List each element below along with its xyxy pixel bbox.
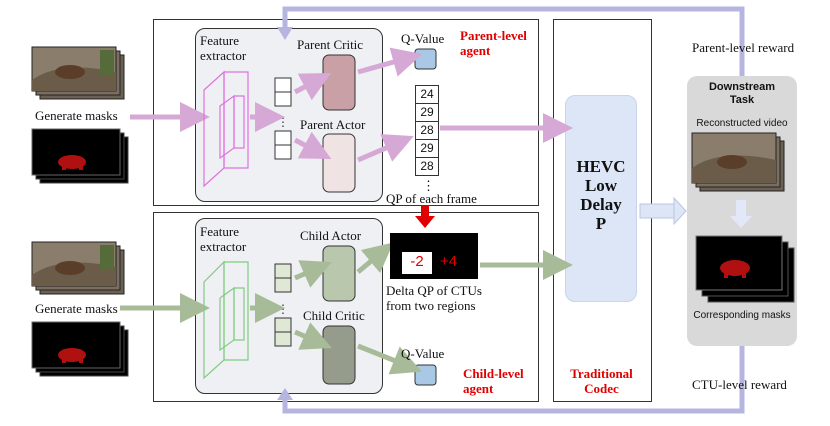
parent-feature-extractor-shape	[203, 70, 249, 188]
downstream-down-arrow	[730, 200, 752, 228]
parent-actor-net	[322, 133, 356, 193]
parent-actor-label: Parent Actor	[300, 117, 366, 132]
child-actor-label: Child Actor	[300, 228, 362, 243]
traditional-codec-label: Traditional Codec	[570, 366, 633, 396]
delta-caption: Delta QP of CTUs from two regions	[386, 283, 482, 313]
ctu-reward-label: CTU-level reward	[692, 377, 787, 392]
qp-column: 24 29 28 29 28	[415, 85, 439, 180]
corresponding-masks-stack	[695, 235, 795, 303]
qp-value: 29	[415, 103, 439, 122]
parent-input-label: Generate masks	[35, 108, 118, 123]
parent-video-stack	[31, 46, 125, 100]
qp-value: 28	[415, 157, 439, 176]
parent-reward-loop	[282, 6, 745, 76]
child-input-label: Generate masks	[35, 301, 118, 316]
child-feature-vector: ⋮	[274, 263, 292, 347]
delta-left-value: -2	[410, 253, 424, 270]
child-critic-label: Child Critic	[303, 308, 365, 323]
child-q-value-box	[414, 364, 437, 386]
hevc-box	[565, 95, 637, 302]
downstream-title: Downstream Task	[708, 81, 776, 106]
qp-value: 24	[415, 85, 439, 104]
parent-critic-label: Parent Critic	[297, 37, 364, 52]
ctu-reward-arrowhead	[277, 388, 293, 400]
qp-caption: QP of each frame	[386, 191, 477, 206]
child-actor-net	[322, 245, 356, 302]
reconstructed-video-label: Reconstructed video	[696, 118, 788, 129]
qp-ellipsis: ⋮	[422, 178, 435, 193]
svg-text:⋮: ⋮	[277, 115, 289, 129]
child-q-value-label: Q-Value	[401, 346, 445, 361]
parent-feature-extractor-label: Feature extractor	[200, 33, 247, 63]
qp-value: 28	[415, 121, 439, 140]
qp-value: 29	[415, 139, 439, 158]
ctu-reward-loop	[282, 346, 745, 414]
parent-mask-stack	[31, 128, 129, 184]
delta-right-value: +4	[440, 253, 458, 270]
red-down-arrow	[415, 216, 435, 228]
codec-to-downstream-arrow	[639, 196, 687, 226]
child-feature-extractor-label: Feature extractor	[200, 224, 247, 254]
hevc-label: HEVC Low Delay P	[576, 157, 626, 233]
parent-reward-arrowhead	[277, 27, 293, 40]
parent-q-value-label: Q-Value	[401, 31, 445, 46]
parent-q-value-box	[414, 48, 437, 70]
parent-feature-vector: ⋮	[274, 77, 292, 160]
parent-reward-label: Parent-level reward	[692, 40, 795, 55]
parent-agent-label: Parent-level agent	[460, 28, 527, 58]
reconstructed-video-stack	[691, 132, 785, 192]
parent-critic-net	[322, 54, 356, 111]
child-feature-extractor-shape	[203, 260, 249, 380]
child-critic-net	[322, 325, 356, 385]
child-video-stack	[31, 241, 125, 295]
corresponding-masks-label: Corresponding masks	[693, 310, 791, 321]
child-agent-label: Child-level agent	[463, 366, 524, 396]
svg-text:⋮: ⋮	[277, 302, 289, 316]
child-mask-stack	[31, 321, 129, 377]
